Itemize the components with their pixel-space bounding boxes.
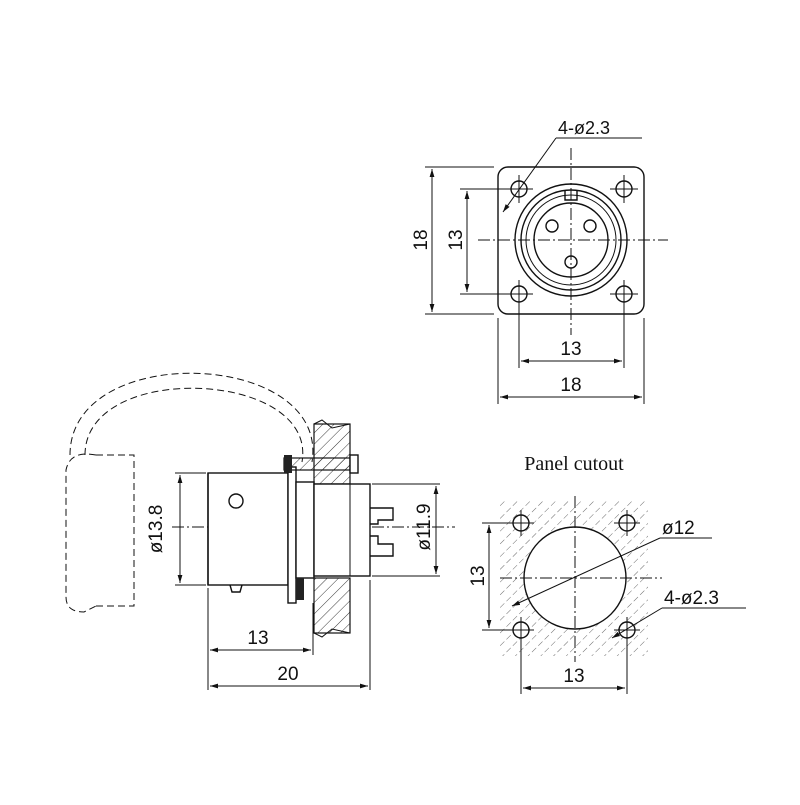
cutout-dim-height: 13 xyxy=(468,565,489,586)
panel-section-lower xyxy=(313,577,351,634)
receptacle-ring-2 xyxy=(520,189,622,291)
front-dim-width-inner: 13 xyxy=(560,339,581,360)
dust-cap-outline xyxy=(96,454,135,607)
cutout-mounting-holes xyxy=(508,510,640,643)
lanyard-inner xyxy=(84,387,304,463)
contact-pin-3 xyxy=(564,255,578,269)
rear-body xyxy=(313,483,371,577)
side-dim-body-diameter: ø13.8 xyxy=(146,505,167,554)
dust-cap-lip xyxy=(65,453,97,613)
latch-hole xyxy=(228,493,244,509)
panel-cutout-view: Panel cutout ø12 4-ø2.3 13 xyxy=(468,453,746,694)
cutout-hole-note: 4-ø2.3 xyxy=(664,588,719,609)
contact-pin-2 xyxy=(583,219,597,233)
keyway xyxy=(564,190,578,201)
side-flange xyxy=(287,466,297,604)
front-dim-width-outer: 18 xyxy=(560,375,581,396)
cutout-dim-diameter: ø12 xyxy=(662,518,695,539)
side-dim-length-front: 13 xyxy=(247,628,268,649)
mounting-holes xyxy=(505,175,638,308)
mounting-screw xyxy=(283,457,357,471)
receptacle-insert xyxy=(533,202,609,278)
contact-pin-1 xyxy=(545,219,559,233)
side-view: ø13.8 ø11.9 13 20 xyxy=(65,372,455,690)
solder-pin-lower xyxy=(370,535,394,557)
connector-body xyxy=(207,472,289,586)
front-dim-height-inner: 13 xyxy=(446,229,467,250)
front-dim-height-outer: 18 xyxy=(411,229,432,250)
side-dim-length-total: 20 xyxy=(277,664,298,685)
solder-pin-upper xyxy=(370,507,394,525)
front-hole-note: 4-ø2.3 xyxy=(558,118,610,138)
receptacle-ring-3 xyxy=(525,194,617,286)
panel-cutout-title: Panel cutout xyxy=(524,453,624,475)
front-view: 4-ø2.3 18 13 13 18 xyxy=(411,118,668,404)
cutout-dim-width: 13 xyxy=(563,666,584,687)
receptacle-outer-ring xyxy=(514,183,628,297)
lanyard xyxy=(69,372,314,463)
side-dim-rear-diameter: ø11.9 xyxy=(414,503,435,550)
panel-section-upper xyxy=(313,423,351,485)
